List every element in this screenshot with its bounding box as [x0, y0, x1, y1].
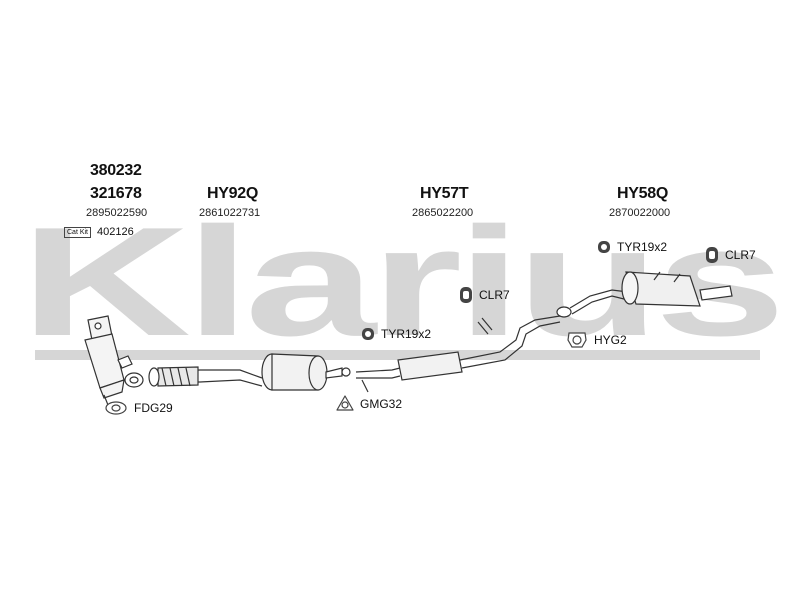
accessory-clr-right: CLR7 [705, 246, 756, 264]
section-number-hy58q: 2870022000 [609, 207, 671, 219]
accessory-tyr-mid: TYR19x2 [361, 327, 431, 341]
center-pipe-hy57t [341, 315, 561, 393]
accessory-tyr-right: TYR19x2 [597, 240, 667, 254]
catalytic-converter [84, 315, 125, 411]
accessory-gmg-label: GMG32 [360, 397, 403, 411]
accessory-tyr-right-label: TYR19x2 [617, 240, 668, 254]
second-part-code: 321678 [90, 185, 142, 202]
front-pipe-hy92q [148, 366, 263, 387]
section-code-hy92q: HY92Q [207, 185, 258, 202]
rear-silencer-hy58q [556, 271, 733, 318]
center-silencer-hy92q [261, 353, 343, 391]
gasket-icon [336, 395, 354, 411]
cat-kit-number: 402126 [97, 226, 134, 238]
cat-kit-badge: Cat Kit [64, 226, 92, 238]
gasket-icon [105, 401, 127, 415]
accessory-clr-mid: CLR7 [459, 286, 510, 304]
cat-kit: Cat Kit 402126 [64, 226, 134, 238]
accessory-fdg-label: FDG29 [134, 401, 173, 415]
accessory-hyg-label: HYG2 [594, 333, 627, 347]
accessory-hyg: HYG2 [566, 331, 627, 349]
second-part-number: 2895022590 [86, 207, 148, 219]
accessory-clr-mid-label: CLR7 [479, 288, 510, 302]
clamp-ring-icon [460, 287, 472, 303]
section-number-hy92q: 2861022731 [199, 207, 261, 219]
section-code-hy57t: HY57T [420, 185, 469, 202]
accessory-clr-right-label: CLR7 [725, 248, 756, 262]
top-part-code: 380232 [90, 162, 142, 179]
section-number-hy57t: 2865022200 [412, 207, 474, 219]
gasket-icon [567, 332, 587, 348]
accessory-tyr-mid-label: TYR19x2 [381, 327, 432, 341]
accessory-fdg: FDG29 [104, 400, 173, 416]
rubber-hanger-icon [362, 328, 374, 340]
rubber-hanger-icon [598, 241, 610, 253]
front-pipe-flange [117, 355, 144, 388]
section-code-hy58q: HY58Q [617, 185, 668, 202]
watermark-underline [35, 350, 760, 360]
accessory-gmg: GMG32 [336, 395, 402, 413]
clamp-ring-icon [706, 247, 718, 263]
